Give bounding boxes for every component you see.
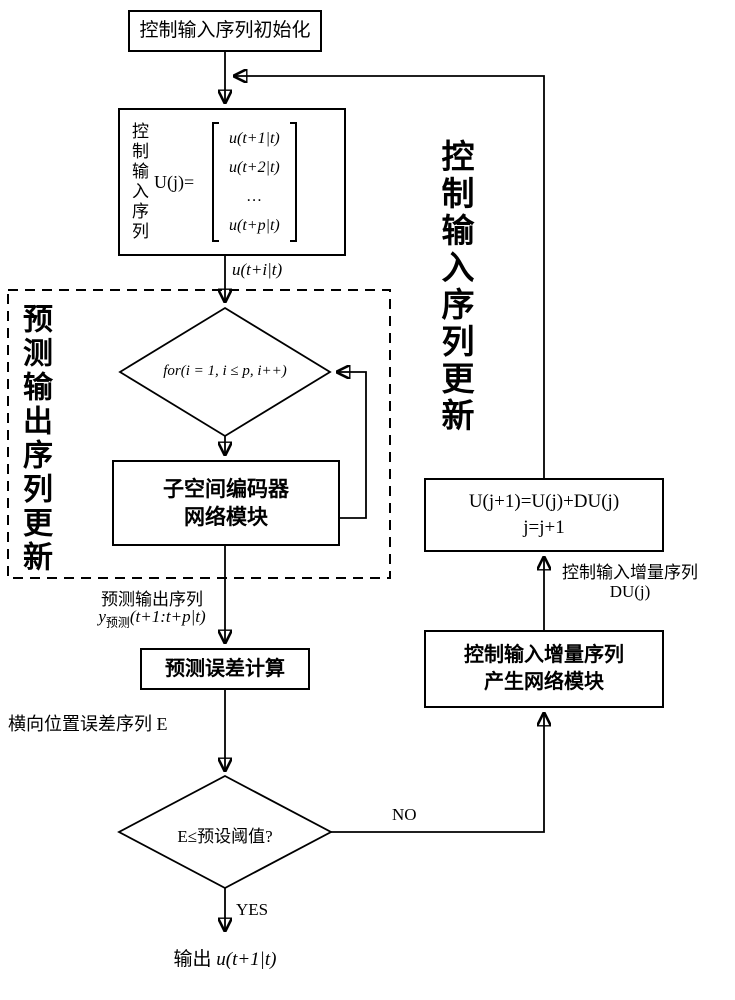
arrow-no-branch bbox=[331, 712, 544, 833]
threshold-label: E≤预设阈值? bbox=[177, 827, 273, 846]
arrow-encoder-loopback bbox=[336, 372, 367, 519]
left-panel-label: 预测输出序列更新 bbox=[18, 303, 51, 575]
error-box-label: 预测误差计算 bbox=[165, 657, 285, 680]
y-subscript: 预测 bbox=[105, 615, 130, 630]
update-box-line2: j=j+1 bbox=[523, 517, 565, 538]
uti-arrow-label: u(t+i|t) bbox=[232, 260, 283, 279]
matrix-row: u(t+1|t) bbox=[229, 130, 280, 147]
matrix-row: … bbox=[247, 188, 262, 205]
no-branch-label: NO bbox=[392, 805, 417, 824]
matrix-right-bracket bbox=[289, 122, 297, 242]
prediction-update-dashed-box bbox=[7, 289, 391, 579]
init-box: 控制输入序列初始化 bbox=[128, 10, 322, 52]
y-argument: (t+1:t+p|t) bbox=[129, 607, 206, 626]
output-label: 输出 u(t+1|t) bbox=[140, 944, 310, 971]
update-box-line1: U(j+1)=U(j)+DU(j) bbox=[468, 491, 620, 513]
output-prefix: 输出 bbox=[173, 949, 217, 970]
increment-generator-box: 控制输入增量序列 产生网络模块 bbox=[424, 630, 664, 708]
threshold-diamond bbox=[117, 774, 333, 890]
increment-arrow-label-line2: DU(j) bbox=[609, 582, 651, 601]
init-box-label: 控制输入序列初始化 bbox=[139, 20, 311, 42]
output-math: u(t+1|t) bbox=[216, 949, 277, 970]
error-box: 预测误差计算 bbox=[140, 648, 310, 690]
matrix-left-bracket bbox=[212, 122, 219, 242]
predicted-seq-label-line1: 预测输出序列 bbox=[101, 590, 203, 609]
increment-generator-line1: 控制输入增量序列 bbox=[464, 644, 624, 666]
control-sequence-side-label: 控制输入序列 bbox=[128, 122, 148, 242]
error-sequence-label: 横向位置误差序列 E bbox=[8, 714, 168, 734]
increment-generator-line2: 产生网络模块 bbox=[484, 671, 604, 693]
right-panel-label: 控制输入序列更新 bbox=[436, 139, 472, 435]
predicted-seq-label-line2: y预测(t+1:t+p|t) bbox=[72, 607, 232, 630]
increment-arrow-label-line1: 控制输入增量序列 bbox=[562, 563, 698, 582]
u-of-j-equals: U(j)= bbox=[154, 171, 195, 192]
matrix-row: u(t+2|t) bbox=[229, 159, 280, 176]
for-loop-diamond bbox=[118, 306, 332, 438]
for-condition-text: for(i = 1, i ≤ p, i++) bbox=[163, 363, 287, 379]
u-vector-matrix: u(t+1|t) u(t+2|t) … u(t+p|t) bbox=[212, 122, 297, 242]
encoder-box: 子空间编码器 网络模块 bbox=[112, 460, 340, 546]
encoder-box-line1: 子空间编码器 bbox=[163, 476, 289, 501]
encoder-box-line2: 网络模块 bbox=[184, 505, 268, 529]
matrix-row: u(t+p|t) bbox=[229, 217, 280, 234]
y-symbol: y bbox=[98, 607, 106, 626]
control-sequence-box: 控制输入序列 U(j)= u(t+1|t) u(t+2|t) … u(t+p|t… bbox=[118, 108, 346, 256]
yes-branch-label: YES bbox=[236, 900, 269, 919]
arrow-feedback-loop bbox=[233, 76, 545, 478]
for-loop-label: for(i = 1, i ≤ p, i++) bbox=[125, 363, 325, 380]
update-box: U(j+1)=U(j)+DU(j) j=j+1 bbox=[424, 478, 664, 552]
